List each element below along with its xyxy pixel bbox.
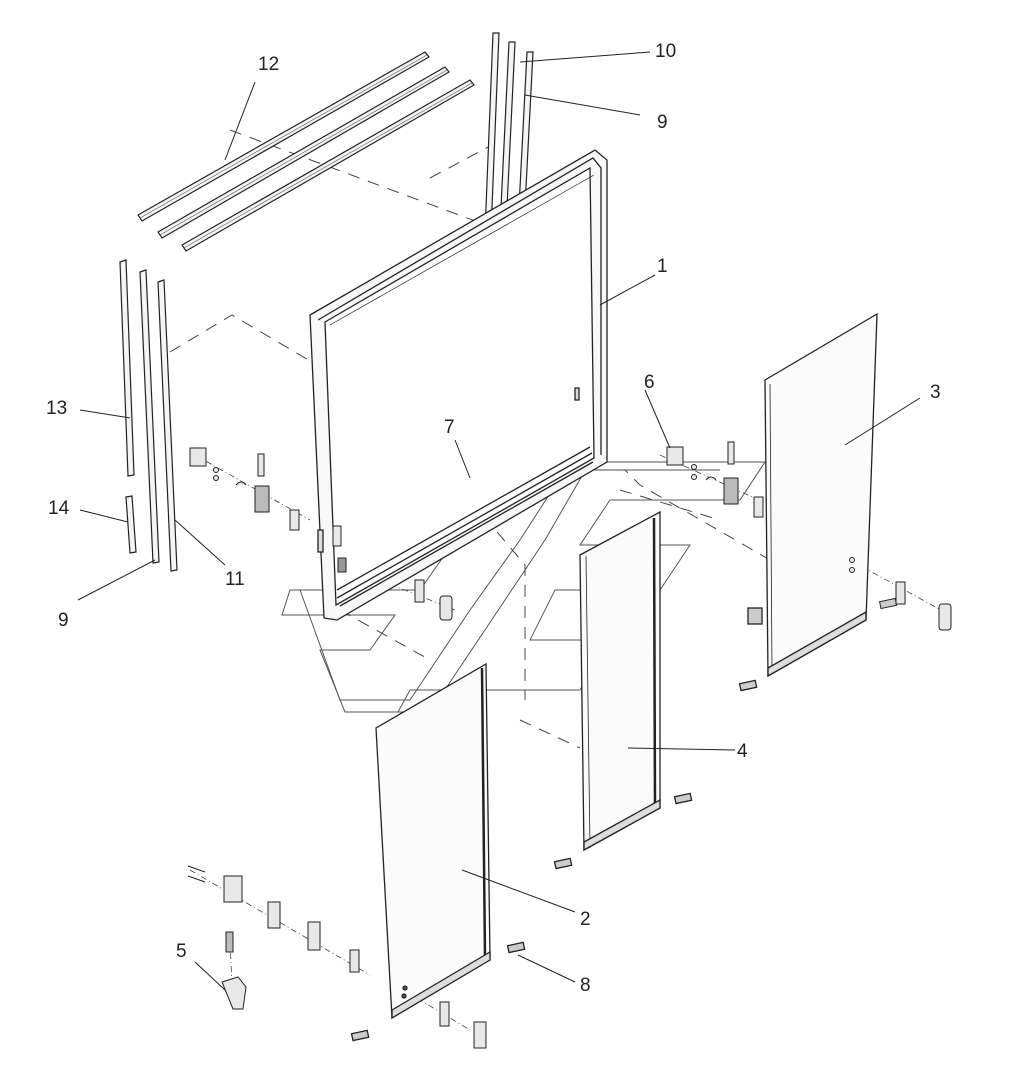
callout-5: 5 <box>176 941 187 962</box>
callout-3: 3 <box>930 382 941 403</box>
callout-11: 11 <box>225 569 245 590</box>
part-12-strips <box>137 51 475 252</box>
callout-1: 1 <box>657 256 668 277</box>
callout-14: 14 <box>48 498 70 519</box>
callout-8: 8 <box>580 975 591 996</box>
part-4-panel <box>553 510 693 870</box>
part-2-panel <box>350 662 526 1042</box>
part-9-11-13-14-strips-left <box>119 259 178 572</box>
callout-12: 12 <box>258 54 279 75</box>
callout-9-top: 9 <box>657 112 668 133</box>
callout-4: 4 <box>737 741 748 762</box>
part-1-frame <box>309 149 608 621</box>
leader-lines <box>77 51 921 991</box>
hardware-lower-left <box>187 865 487 1049</box>
callout-labels: 10 9 12 1 6 3 7 13 14 11 9 4 2 5 8 <box>46 41 941 996</box>
hardware-hinge-left <box>189 447 453 621</box>
part-3-panel <box>738 312 878 692</box>
callout-7: 7 <box>444 417 455 438</box>
callout-10: 10 <box>655 41 676 62</box>
callout-13: 13 <box>46 398 67 419</box>
callout-9-left: 9 <box>58 610 69 631</box>
callout-2: 2 <box>580 909 591 930</box>
hardware-hinge-right <box>666 441 952 631</box>
callout-6: 6 <box>644 372 655 393</box>
